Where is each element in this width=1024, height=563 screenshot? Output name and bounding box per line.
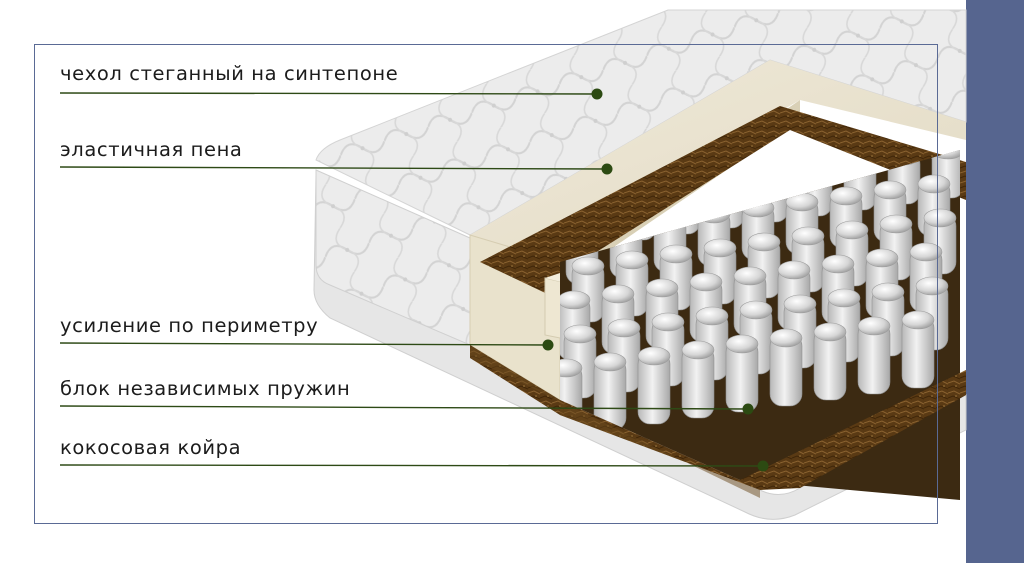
pocket-spring-top xyxy=(560,358,583,378)
callout-perimeter-label: усиление по периметру xyxy=(60,314,319,337)
callout-foam-label: эластичная пена xyxy=(60,138,243,161)
leader-line-foam xyxy=(59,166,608,170)
pocket-spring-top xyxy=(703,238,737,258)
callout-cover-label: чехол стеганный на синтепоне xyxy=(60,62,399,85)
side-decorative-band xyxy=(966,0,1024,563)
leader-line-perimeter xyxy=(59,342,549,346)
pocket-spring-top xyxy=(659,244,693,264)
pocket-spring-top xyxy=(739,300,773,320)
pocket-spring-top xyxy=(835,220,869,240)
pocket-spring-top xyxy=(821,254,855,274)
callout-coir-label: кокосовая койра xyxy=(60,436,242,459)
pocket-spring-top xyxy=(827,288,861,308)
pocket-spring-top xyxy=(879,214,913,234)
callout-springs-label: блок независимых пружин xyxy=(60,377,351,400)
pocket-spring-top xyxy=(697,204,731,224)
pocket-spring-top xyxy=(829,186,863,206)
leader-line-coir xyxy=(59,464,764,467)
pocket-spring-top xyxy=(615,250,649,270)
pocket-spring-top xyxy=(915,276,949,296)
pocket-spring-top xyxy=(813,322,847,342)
pocket-spring-top xyxy=(785,192,819,212)
leader-line-springs xyxy=(59,405,749,410)
pocket-spring-top xyxy=(783,294,817,314)
pocket-spring-top xyxy=(725,334,759,354)
pocket-spring-top xyxy=(923,208,957,228)
pocket-spring-top xyxy=(873,180,907,200)
pocket-spring-top xyxy=(607,318,641,338)
pocket-spring-top xyxy=(769,328,803,348)
pocket-spring-top xyxy=(601,284,635,304)
pocket-spring-top xyxy=(909,242,943,262)
pocket-spring-top xyxy=(917,174,951,194)
pocket-spring-top xyxy=(695,306,729,326)
pocket-spring-top xyxy=(563,324,597,344)
leader-line-cover xyxy=(59,92,598,95)
pocket-spring-top xyxy=(857,316,891,336)
marker-dot-perimeter xyxy=(542,339,554,351)
pocket-spring-top xyxy=(901,310,935,330)
pocket-spring-top xyxy=(791,226,825,246)
pocket-spring-top xyxy=(645,278,679,298)
pocket-spring-top xyxy=(637,346,671,366)
pocket-spring-top xyxy=(733,266,767,286)
pocket-spring-top xyxy=(571,256,605,276)
pocket-spring-top xyxy=(593,352,627,372)
pocket-spring-top xyxy=(681,340,715,360)
pocket-spring-top xyxy=(755,164,789,184)
marker-dot-springs xyxy=(742,403,754,415)
marker-dot-foam xyxy=(601,163,613,175)
marker-dot-cover xyxy=(591,88,603,100)
pocket-spring-top xyxy=(651,312,685,332)
pocket-spring-top xyxy=(871,282,905,302)
marker-dot-coir xyxy=(757,460,769,472)
pocket-spring-top xyxy=(689,272,723,292)
pocket-spring-top xyxy=(865,248,899,268)
pocket-spring-top xyxy=(741,198,775,218)
pocket-spring-top xyxy=(747,232,781,252)
pocket-spring-top xyxy=(777,260,811,280)
pocket-spring-top xyxy=(560,290,591,310)
pocket-spring-top xyxy=(799,158,833,178)
